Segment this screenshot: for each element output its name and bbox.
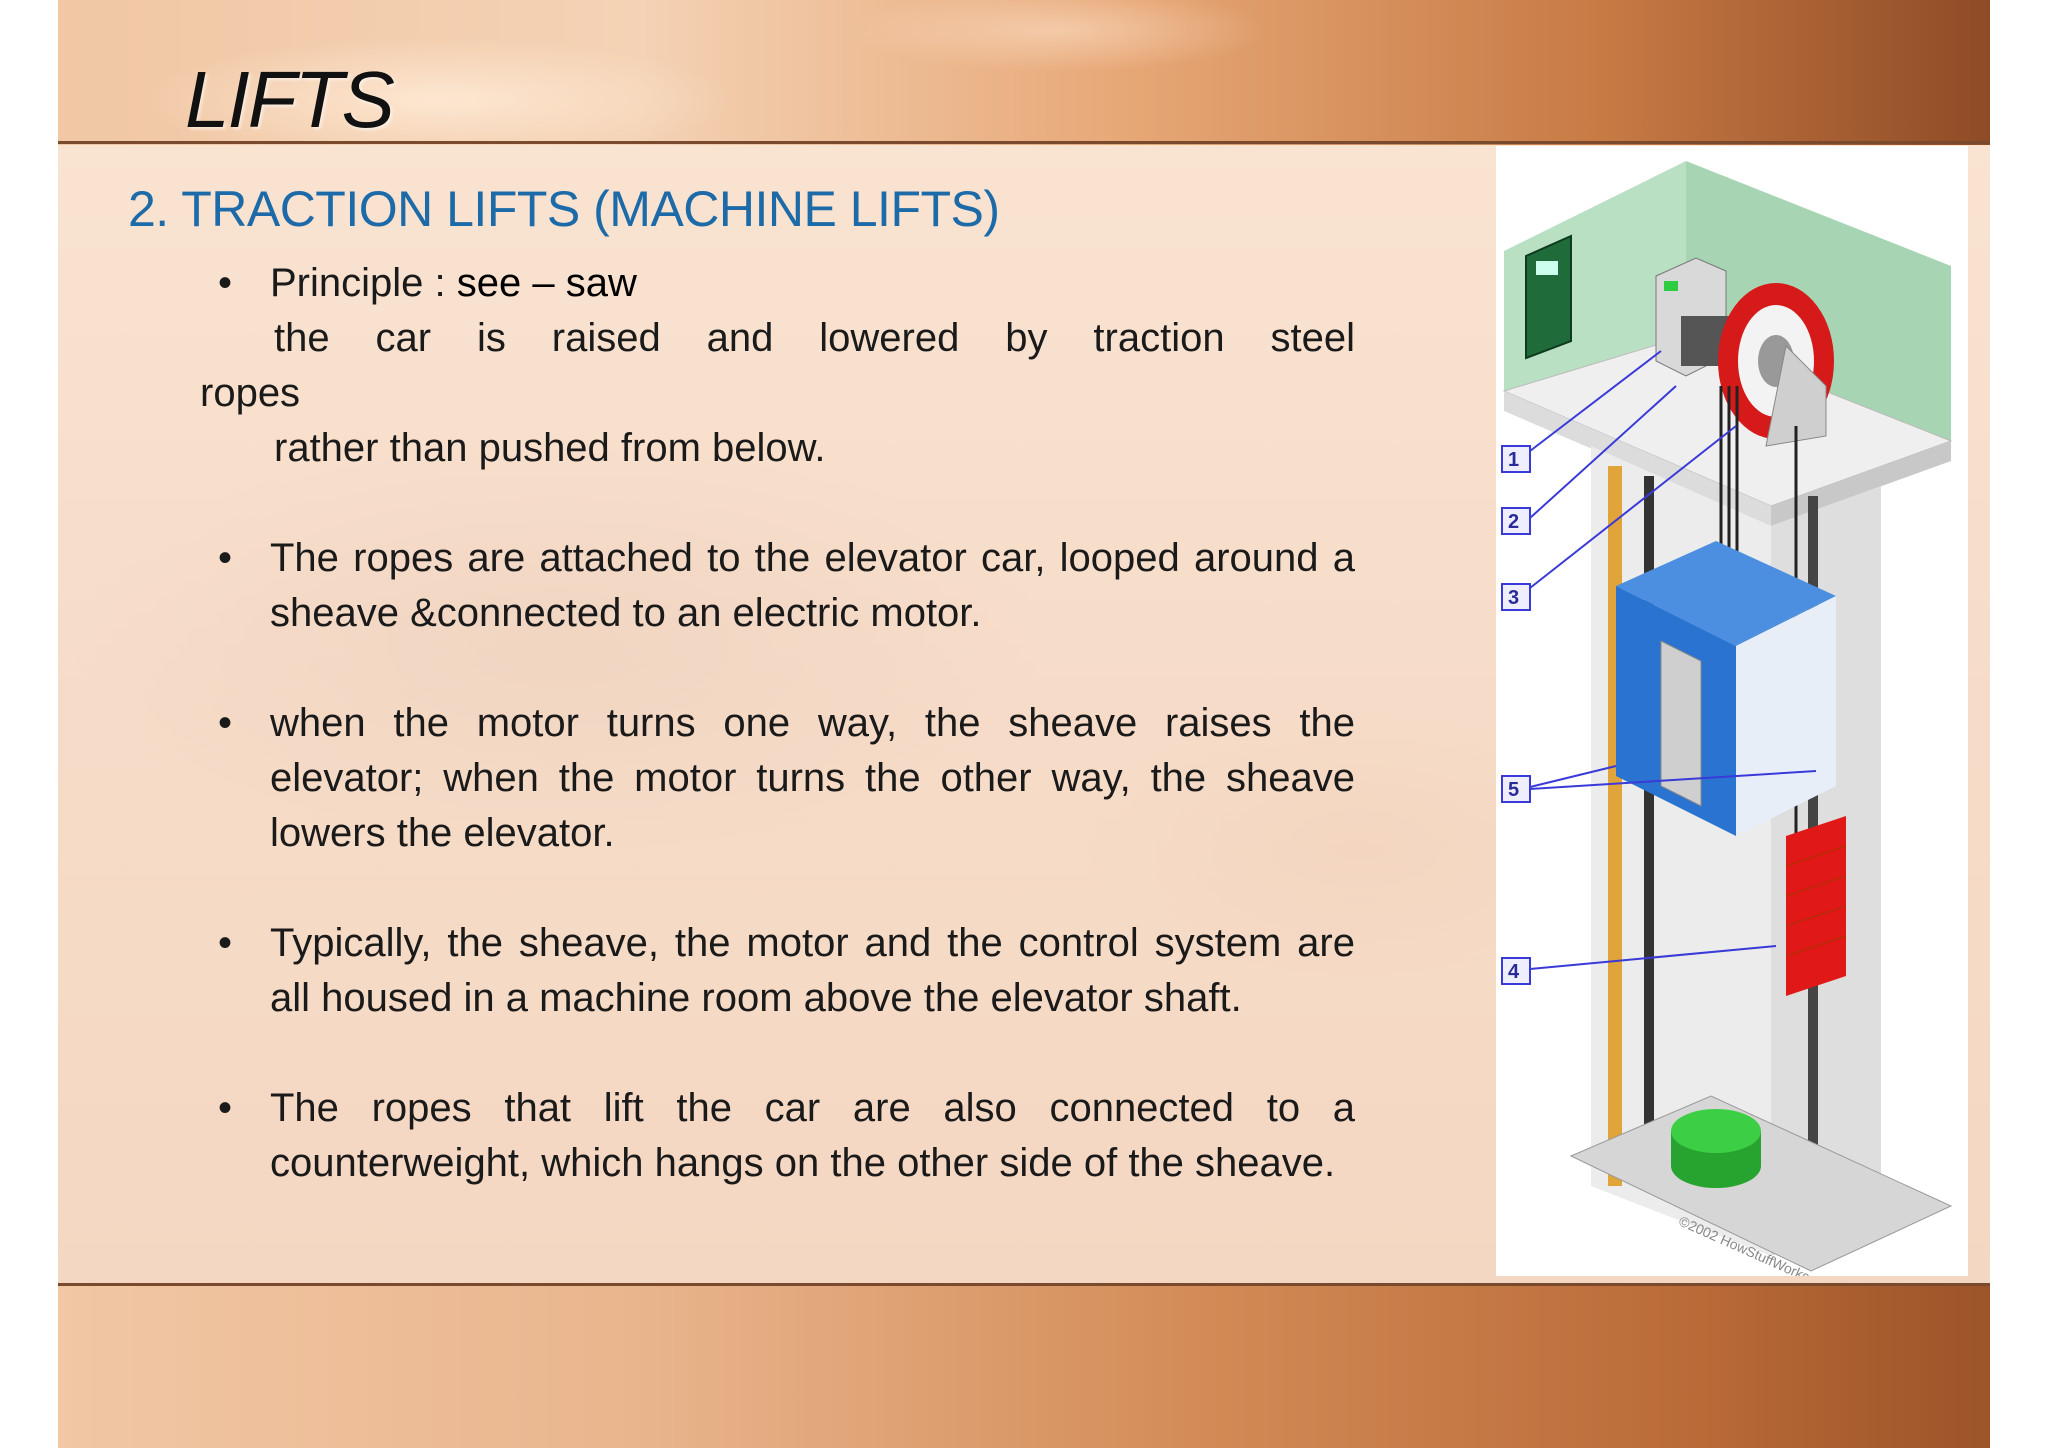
principle-line-3: ropes	[200, 371, 301, 415]
callout-4	[1501, 945, 1777, 985]
footer-band	[58, 1285, 1990, 1448]
machine-room-right-wall	[1686, 161, 1951, 441]
principle-value: see – saw	[456, 261, 637, 305]
callout-2	[1501, 385, 1677, 535]
bullet-ropes-attached: • The ropes are attached to the elevator…	[218, 536, 1355, 635]
bullet-principle: • Principle : see – saw	[200, 256, 1355, 311]
bullet-counterweight: • The ropes that lift the car are also c…	[218, 1086, 1355, 1185]
bullet-motor-direction: • when the motor turns one way, the shea…	[218, 701, 1355, 855]
callout-3	[1501, 425, 1737, 611]
car-door-icon	[1660, 640, 1702, 807]
principle-line-4: rather than pushed from below.	[274, 426, 826, 470]
traction-lift-diagram: 1 2 3 5 4 ©2002 HowStuffWorks	[1496, 146, 1968, 1276]
bullet-list: • Principle : see – saw the car is raise…	[200, 256, 1355, 1191]
car-roof	[1616, 541, 1836, 646]
slide: LIFTS 2. TRACTION LIFTS (MACHINE LIFTS) …	[58, 0, 1990, 1448]
callout-label-4: 4	[1508, 961, 1520, 983]
header-rule	[58, 141, 1990, 144]
door-icon	[1525, 234, 1572, 360]
counterweight-icon	[1786, 816, 1846, 996]
callout-label-3: 3	[1508, 587, 1519, 609]
callout-5	[1501, 765, 1817, 803]
bullet-machine-room: • Typically, the sheave, the motor and t…	[218, 921, 1355, 1020]
lift-illustration: 1 2 3 5 4 ©2002 HowStuffWorks	[1501, 161, 1953, 1276]
header-band	[58, 0, 1990, 145]
footer-rule	[58, 1283, 1990, 1286]
principle-label: Principle :	[270, 261, 457, 305]
callout-label-2: 2	[1508, 511, 1519, 533]
slide-subtitle: 2. TRACTION LIFTS (MACHINE LIFTS)	[128, 181, 1000, 237]
slide-title: LIFTS	[185, 55, 395, 144]
bullet-dot: •	[218, 261, 233, 305]
pit-floor	[1569, 1095, 1953, 1272]
callout-1	[1501, 350, 1662, 473]
callout-label-5: 5	[1508, 779, 1519, 801]
callout-label-1: 1	[1508, 449, 1519, 471]
guide-rail-left	[1608, 466, 1622, 1186]
principle-line-2: the car is raised and lowered by tractio…	[274, 316, 1355, 360]
